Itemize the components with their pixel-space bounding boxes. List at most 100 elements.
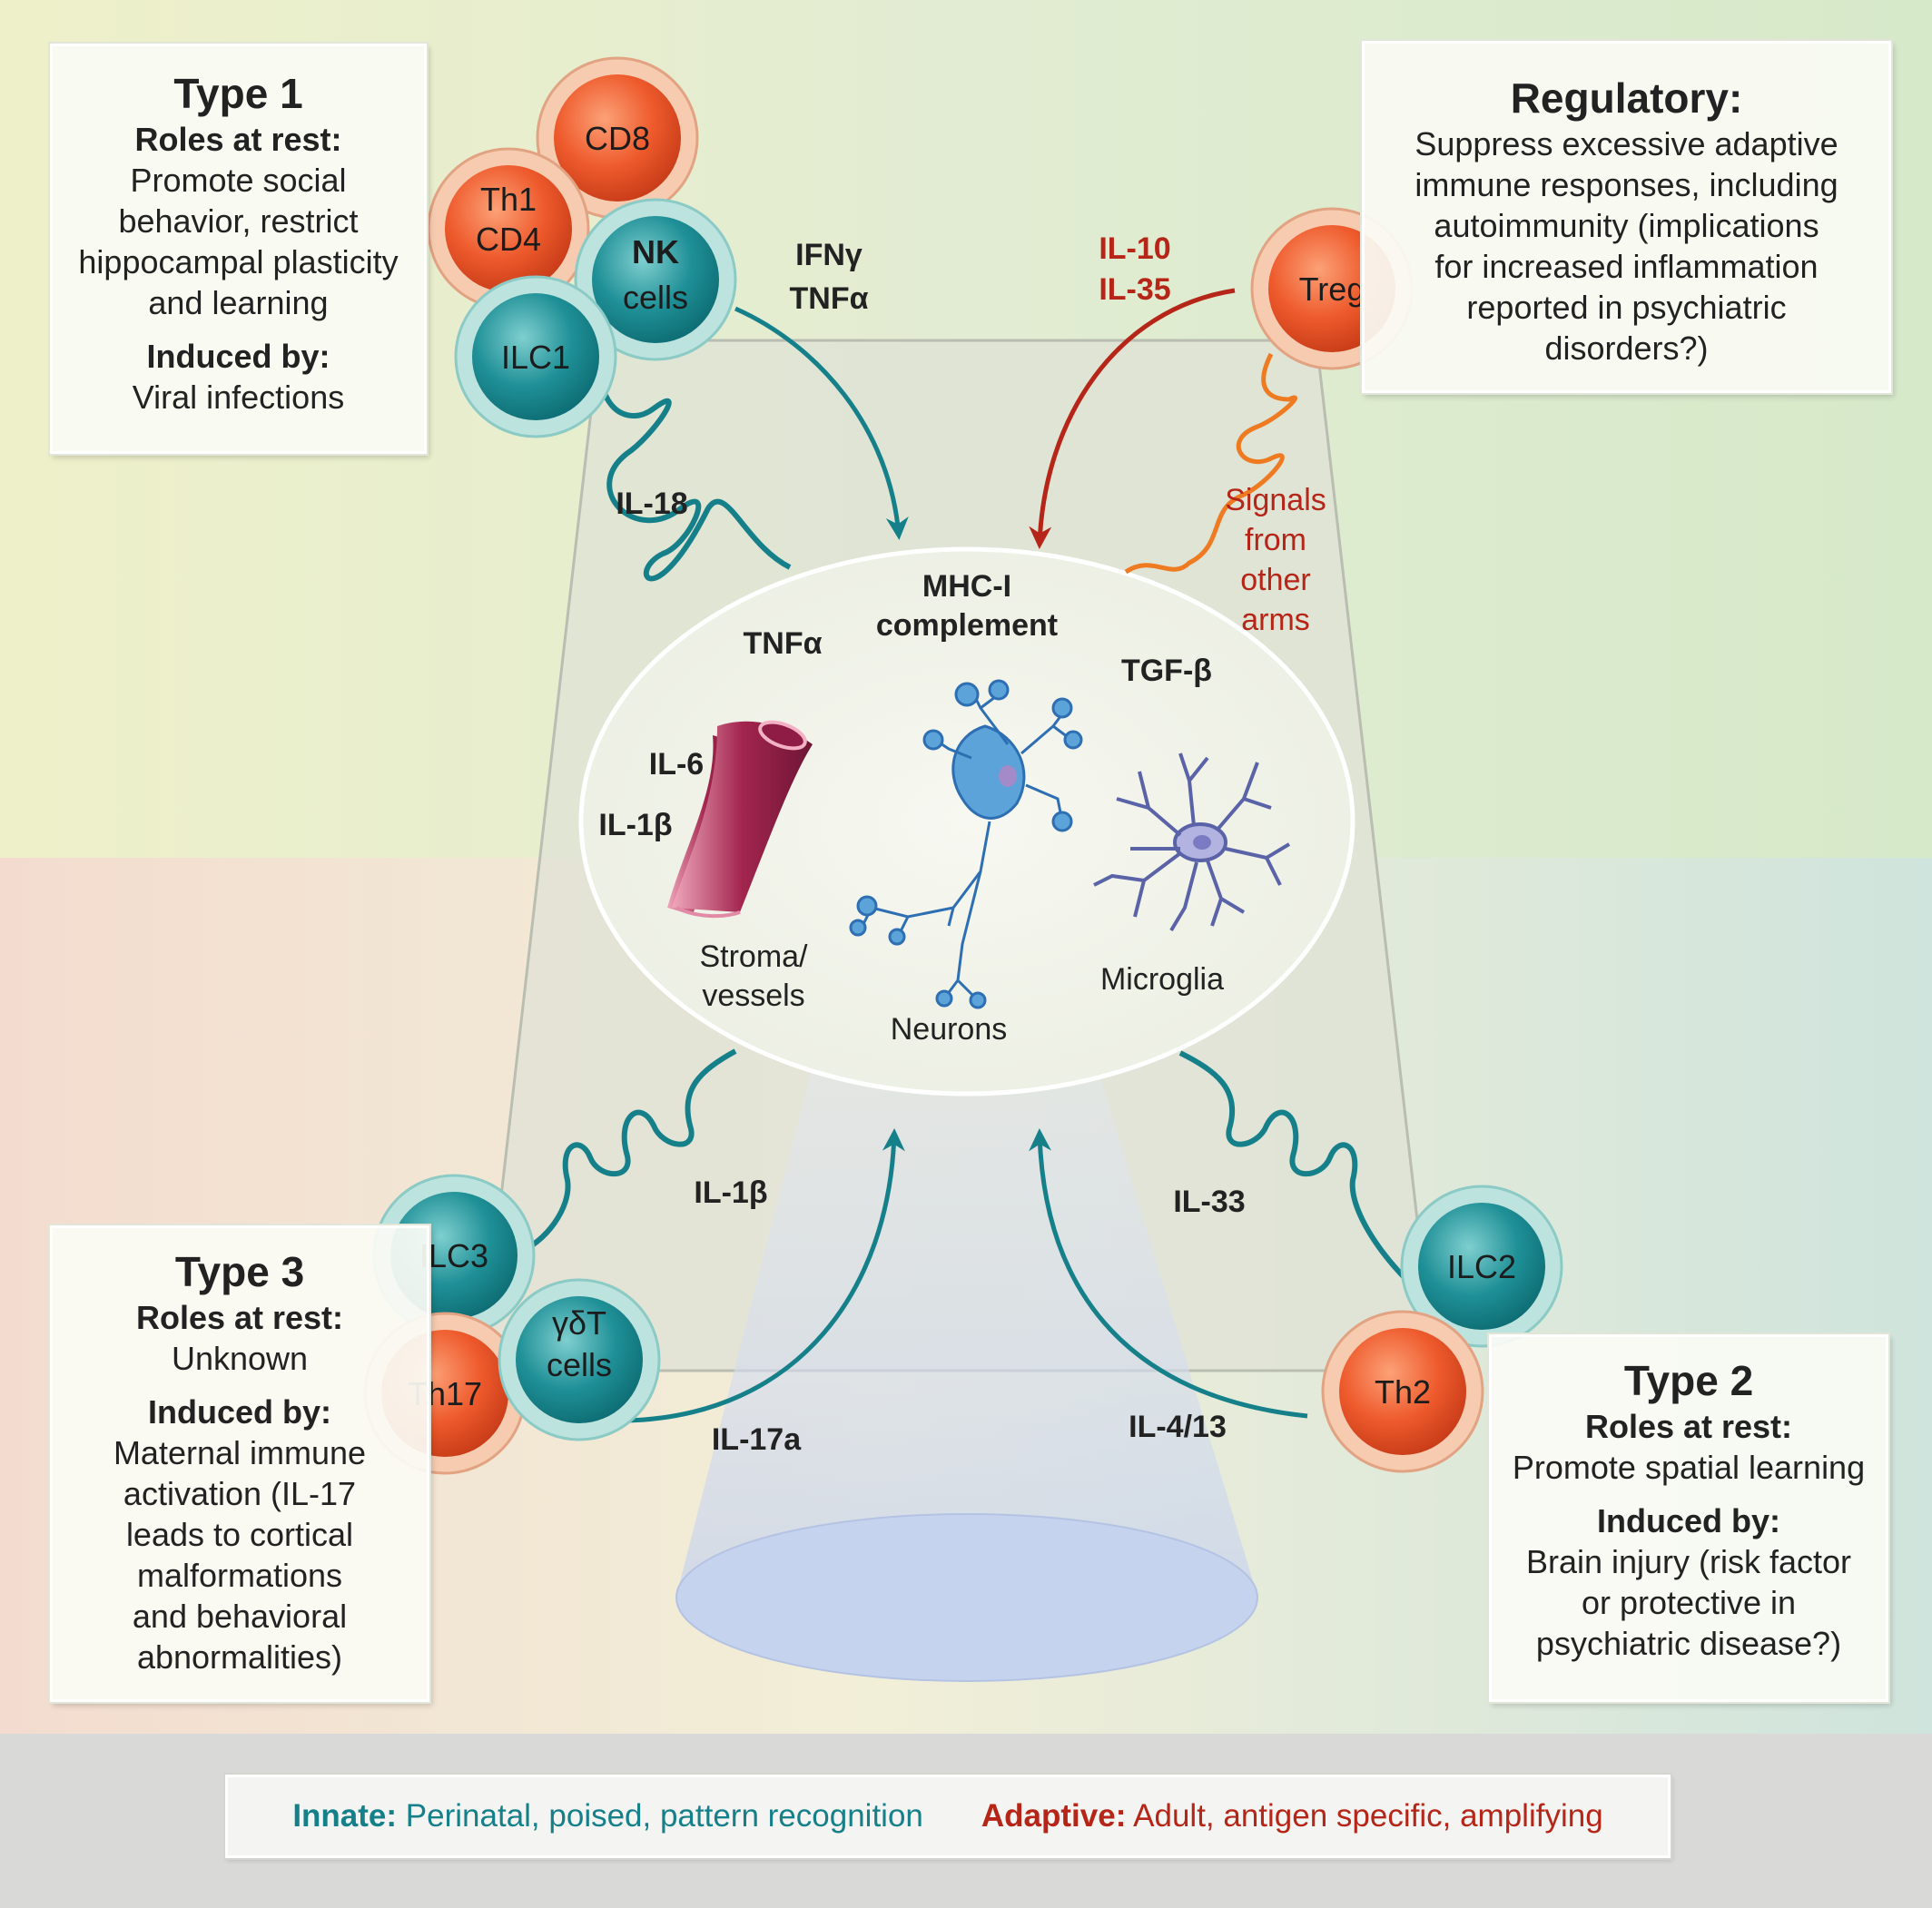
type3-box: Type 3 Roles at rest: Unknown Induced by… (50, 1225, 429, 1702)
type1-roles-heading: Roles at rest: (134, 121, 342, 158)
type3-induced-line: abnormalities) (136, 1638, 343, 1676)
il10-arrow (1029, 288, 1236, 549)
il17a-arrow (626, 1128, 905, 1423)
type1-roles-line: behavior, restrict (118, 202, 359, 240)
il18-label: IL-18 (616, 487, 687, 521)
type2-induced-heading: Induced by: (1596, 1502, 1780, 1539)
signals-label-1: Signals (1225, 483, 1326, 517)
signals-label-3: other (1240, 563, 1311, 597)
legend-adaptive-text: Adult, antigen specific, amplifying (1133, 1798, 1603, 1834)
gdt-cell (498, 1278, 661, 1441)
il18-coil (599, 342, 792, 582)
il413-label: IL-4/13 (1129, 1410, 1227, 1444)
vessels-label: vessels (702, 979, 804, 1013)
gdt-cells-label: cells (547, 1346, 612, 1383)
il6-label: IL-6 (649, 747, 704, 782)
type2-roles-line: Promote spatial learning (1512, 1449, 1866, 1486)
type1-title: Type 1 (173, 70, 303, 117)
type1-roles-line: and learning (148, 284, 329, 321)
il1b-bottom-label: IL-1β (694, 1175, 767, 1210)
il17a-label: IL-17a (712, 1422, 802, 1457)
ifng-arrow (734, 306, 909, 540)
type2-induced-line: or protective in (1581, 1584, 1797, 1621)
blood-vessel-icon (667, 720, 813, 919)
type1-induced-line: Viral infections (132, 379, 345, 416)
type2-induced-line: Brain injury (risk factor (1525, 1543, 1852, 1580)
legend-innate-text: Perinatal, poised, pattern recognition (405, 1798, 923, 1834)
neurons-label: Neurons (891, 1012, 1008, 1047)
type2-box: Type 2 Roles at rest: Promote spatial le… (1489, 1334, 1888, 1702)
neuron-icon (849, 679, 1083, 1009)
type1-roles-line: Promote social (130, 162, 347, 199)
tnfa-brain-label: TNFα (744, 626, 823, 661)
signals-label-4: arms (1241, 603, 1310, 637)
il1b-brain-label: IL-1β (598, 808, 672, 842)
gdt-label: γδT (552, 1304, 606, 1342)
legend-innate: Innate: Perinatal, poised, pattern recog… (292, 1798, 923, 1834)
regulatory-line: immune responses, including (1414, 166, 1838, 203)
regulatory-title: Regulatory: (1510, 74, 1743, 122)
microglia-icon (1093, 752, 1291, 932)
type3-induced-line: activation (IL-17 (123, 1475, 357, 1512)
regulatory-line: reported in psychiatric (1466, 289, 1787, 326)
treg-label: Treg (1299, 270, 1365, 308)
type3-induced-line: malformations (136, 1557, 343, 1594)
th2-label: Th2 (1375, 1373, 1431, 1411)
stroma-label: Stroma/ (699, 939, 808, 974)
il35-label: IL-35 (1099, 272, 1170, 307)
type3-roles-line: Unknown (171, 1340, 309, 1377)
th2-cell (1321, 1310, 1484, 1473)
tgfb-label: TGF-β (1121, 654, 1212, 688)
th1-label: Th1 (480, 181, 537, 218)
nk-label: NK (632, 233, 679, 270)
mhc-label: MHC-I (922, 569, 1011, 604)
type3-induced-line: and behavioral (132, 1598, 348, 1635)
type3-roles-heading: Roles at rest: (135, 1299, 344, 1336)
signals-label-2: from (1245, 523, 1306, 557)
type1-roles-line: hippocampal plasticity (78, 243, 399, 280)
il33-coil (1178, 1050, 1441, 1310)
nk-cell (574, 198, 737, 361)
type3-title: Type 3 (174, 1248, 305, 1295)
il33-label: IL-33 (1173, 1185, 1245, 1219)
type3-induced-heading: Induced by: (147, 1393, 331, 1431)
ilc1-label: ILC1 (501, 339, 570, 376)
cd4-label: CD4 (476, 221, 541, 258)
legend: Innate: Perinatal, poised, pattern recog… (225, 1775, 1671, 1858)
ifng-label: IFNγ (795, 238, 862, 272)
regulatory-line: autoimmunity (implications (1434, 207, 1819, 244)
regulatory-line: disorders?) (1544, 329, 1709, 367)
ilc2-cell (1400, 1185, 1563, 1348)
regulatory-line: for increased inflammation (1434, 248, 1819, 285)
microglia-label: Microglia (1100, 962, 1224, 997)
il413-arrow (1029, 1128, 1308, 1419)
type2-roles-heading: Roles at rest: (1584, 1408, 1793, 1445)
th1-cd4-cell (427, 147, 590, 310)
il10-label: IL-10 (1099, 231, 1170, 266)
type3-induced-line: Maternal immune (113, 1434, 367, 1471)
ilc3-label: ILC3 (419, 1237, 488, 1274)
legend-adaptive: Adaptive: Adult, antigen specific, ampli… (981, 1798, 1603, 1834)
type2-induced-line: psychiatric disease?) (1535, 1625, 1842, 1662)
legend-adaptive-key: Adaptive: (981, 1798, 1127, 1834)
complement-label: complement (876, 608, 1058, 643)
type1-induced-heading: Induced by: (146, 338, 330, 375)
il1b-coil (516, 1048, 737, 1255)
ilc1-cell (454, 275, 617, 438)
regulatory-line: Suppress excessive adaptive (1414, 125, 1838, 162)
beam-ellipse (675, 1513, 1258, 1682)
cd8-label: CD8 (585, 120, 650, 157)
brain-oval (578, 546, 1355, 1097)
ilc2-label: ILC2 (1447, 1248, 1516, 1285)
type2-title: Type 2 (1623, 1357, 1754, 1404)
regulatory-box: Regulatory: Suppress excessive adaptive … (1362, 41, 1891, 393)
type1-box: Type 1 Roles at rest: Promote social beh… (50, 44, 427, 454)
tnfa-top-label: TNFα (790, 281, 869, 316)
nk-cells-label: cells (623, 279, 688, 316)
light-beam (676, 817, 1257, 1596)
signals-coil (1124, 352, 1297, 575)
type3-induced-line: leads to cortical (125, 1516, 354, 1553)
legend-innate-key: Innate: (292, 1798, 398, 1834)
